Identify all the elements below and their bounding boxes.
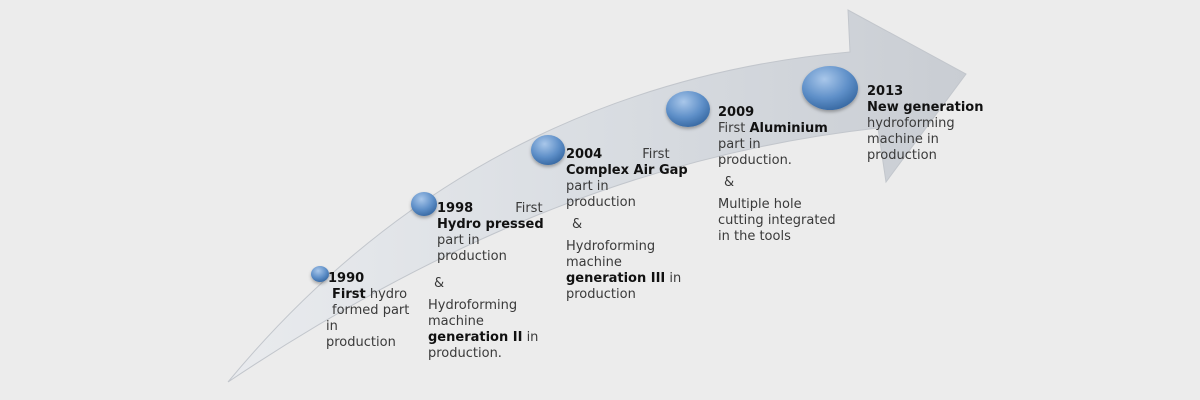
year-label: 2009 — [718, 105, 755, 120]
milestone-2004: 2004 First Complex Air Gap part in produc… — [566, 147, 688, 303]
emphasis: generation III — [566, 271, 666, 286]
text: production — [326, 335, 396, 350]
text: in — [665, 271, 682, 286]
ampersand: & — [434, 276, 445, 291]
text: cutting integrated — [718, 213, 836, 228]
text: in — [522, 330, 539, 345]
text: part in — [718, 137, 761, 152]
text: machine — [428, 314, 484, 329]
emphasis: New generation — [867, 100, 984, 115]
year-label: 1990 — [328, 271, 365, 286]
text: hydro — [365, 287, 408, 302]
emphasis: Complex Air Gap — [566, 163, 688, 178]
text: First — [642, 147, 670, 162]
text: Hydroforming — [566, 239, 656, 254]
milestone-1990: 1990 First hydro formed part in producti… — [326, 271, 410, 351]
milestone-2004-bubble — [531, 135, 565, 165]
year-label: 2013 — [867, 84, 904, 99]
emphasis: First — [332, 287, 366, 302]
emphasis: Aluminium — [749, 121, 828, 136]
ampersand: & — [572, 217, 583, 232]
text: Multiple hole — [718, 197, 802, 212]
text: production — [437, 249, 507, 264]
year-label: 1998 — [437, 201, 474, 216]
milestone-2013: 2013 New generation hydroforming machine… — [867, 84, 983, 164]
year-label: 2004 — [566, 147, 603, 162]
emphasis: Hydro pressed — [437, 217, 544, 232]
text: hydroforming — [867, 116, 955, 131]
text: production — [566, 287, 636, 302]
milestone-1990-bubble — [311, 266, 329, 282]
text: machine in — [867, 132, 939, 147]
text: formed part — [332, 303, 410, 318]
milestone-2013-bubble — [802, 66, 858, 110]
text: machine — [566, 255, 622, 270]
milestone-1990-extra: & Hydroforming machine generation II in … — [428, 270, 538, 362]
text: Hydroforming — [428, 298, 518, 313]
text: production. — [718, 153, 792, 168]
text: production. — [428, 346, 502, 361]
milestone-2009-bubble — [666, 91, 710, 127]
timeline-arrow — [227, 9, 967, 383]
text: part in — [437, 233, 480, 248]
milestone-1998-bubble — [411, 192, 437, 216]
text: production — [566, 195, 636, 210]
text: part in — [566, 179, 609, 194]
milestone-2009: 2009 First Aluminium part in production.… — [718, 105, 836, 245]
text: First — [515, 201, 543, 216]
ampersand: & — [724, 175, 735, 190]
milestone-1998: 1998 First Hydro pressed part in producti… — [437, 201, 544, 265]
text: production — [867, 148, 937, 163]
text: First — [718, 121, 750, 136]
text: in — [326, 319, 338, 334]
emphasis: generation II — [428, 330, 523, 345]
text: in the tools — [718, 229, 791, 244]
